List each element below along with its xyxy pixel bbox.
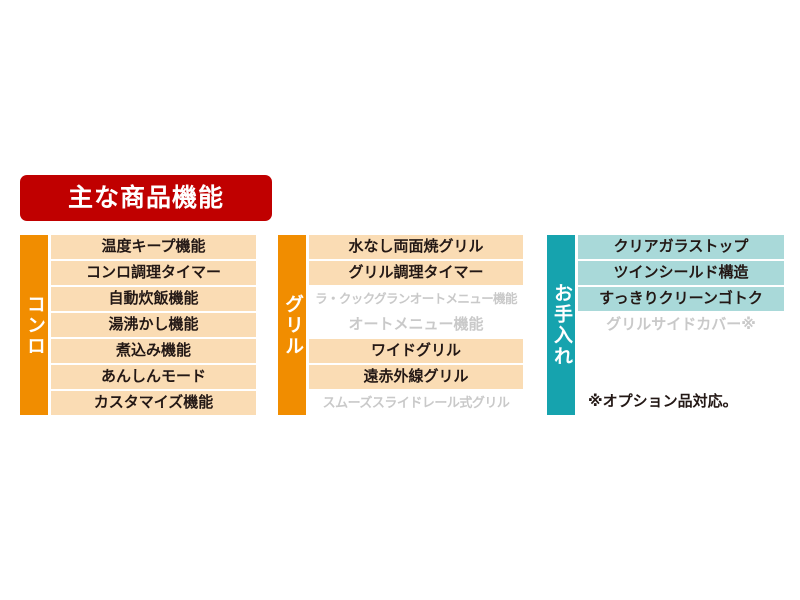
feature-row: カスタマイズ機能 xyxy=(51,391,256,415)
feature-row: 湯沸かし機能 xyxy=(51,313,256,337)
column-tab-label-care: お手入れ xyxy=(550,283,572,367)
feature-column-care: お手入れ クリアガラストップ ツインシールド構造 すっきりクリーンゴトク グリル… xyxy=(547,235,784,415)
main-title-banner: 主な商品機能 xyxy=(20,175,272,221)
feature-row: スムーズスライドレール式グリル xyxy=(322,395,510,410)
feature-row: 煮込み機能 xyxy=(51,339,256,363)
feature-row: ラ・クックグランオートメニュー機能 xyxy=(315,292,517,306)
feature-row: 温度キープ機能 xyxy=(51,235,256,259)
feature-list-konro: 温度キープ機能 コンロ調理タイマー 自動炊飯機能 湯沸かし機能 煮込み機能 あん… xyxy=(51,235,256,415)
main-title-text: 主な商品機能 xyxy=(67,183,224,212)
feature-row: オートメニュー機能 xyxy=(348,316,484,333)
feature-row: クリアガラストップ xyxy=(578,235,784,259)
feature-row: 自動炊飯機能 xyxy=(51,287,256,311)
column-tab-care: お手入れ xyxy=(547,235,575,415)
column-tab-grill: グリル xyxy=(278,235,306,415)
feature-row: コンロ調理タイマー xyxy=(51,261,256,285)
feature-row: グリルサイドカバー※ xyxy=(606,316,756,333)
feature-column-konro: コンロ 温度キープ機能 コンロ調理タイマー 自動炊飯機能 湯沸かし機能 煮込み機… xyxy=(20,235,256,415)
column-tab-konro: コンロ xyxy=(20,235,48,415)
footnote-text: ※オプション品対応。 xyxy=(588,393,738,410)
feature-row: 水なし両面焼グリル xyxy=(309,235,523,259)
column-tab-label-grill: グリル xyxy=(281,293,303,357)
column-tab-label-konro: コンロ xyxy=(23,293,45,357)
feature-row: グリル調理タイマー xyxy=(309,261,523,285)
feature-row: あんしんモード xyxy=(51,365,256,389)
feature-row: 遠赤外線グリル xyxy=(309,365,523,389)
feature-list-grill: 水なし両面焼グリル グリル調理タイマー ラ・クックグランオートメニュー機能 オー… xyxy=(309,235,523,415)
feature-list-care: クリアガラストップ ツインシールド構造 すっきりクリーンゴトク グリルサイドカバ… xyxy=(578,235,784,415)
feature-row: すっきりクリーンゴトク xyxy=(578,287,784,311)
feature-column-grill: グリル 水なし両面焼グリル グリル調理タイマー ラ・クックグランオートメニュー機… xyxy=(278,235,523,415)
feature-row: ツインシールド構造 xyxy=(578,261,784,285)
feature-row: ワイドグリル xyxy=(309,339,523,363)
